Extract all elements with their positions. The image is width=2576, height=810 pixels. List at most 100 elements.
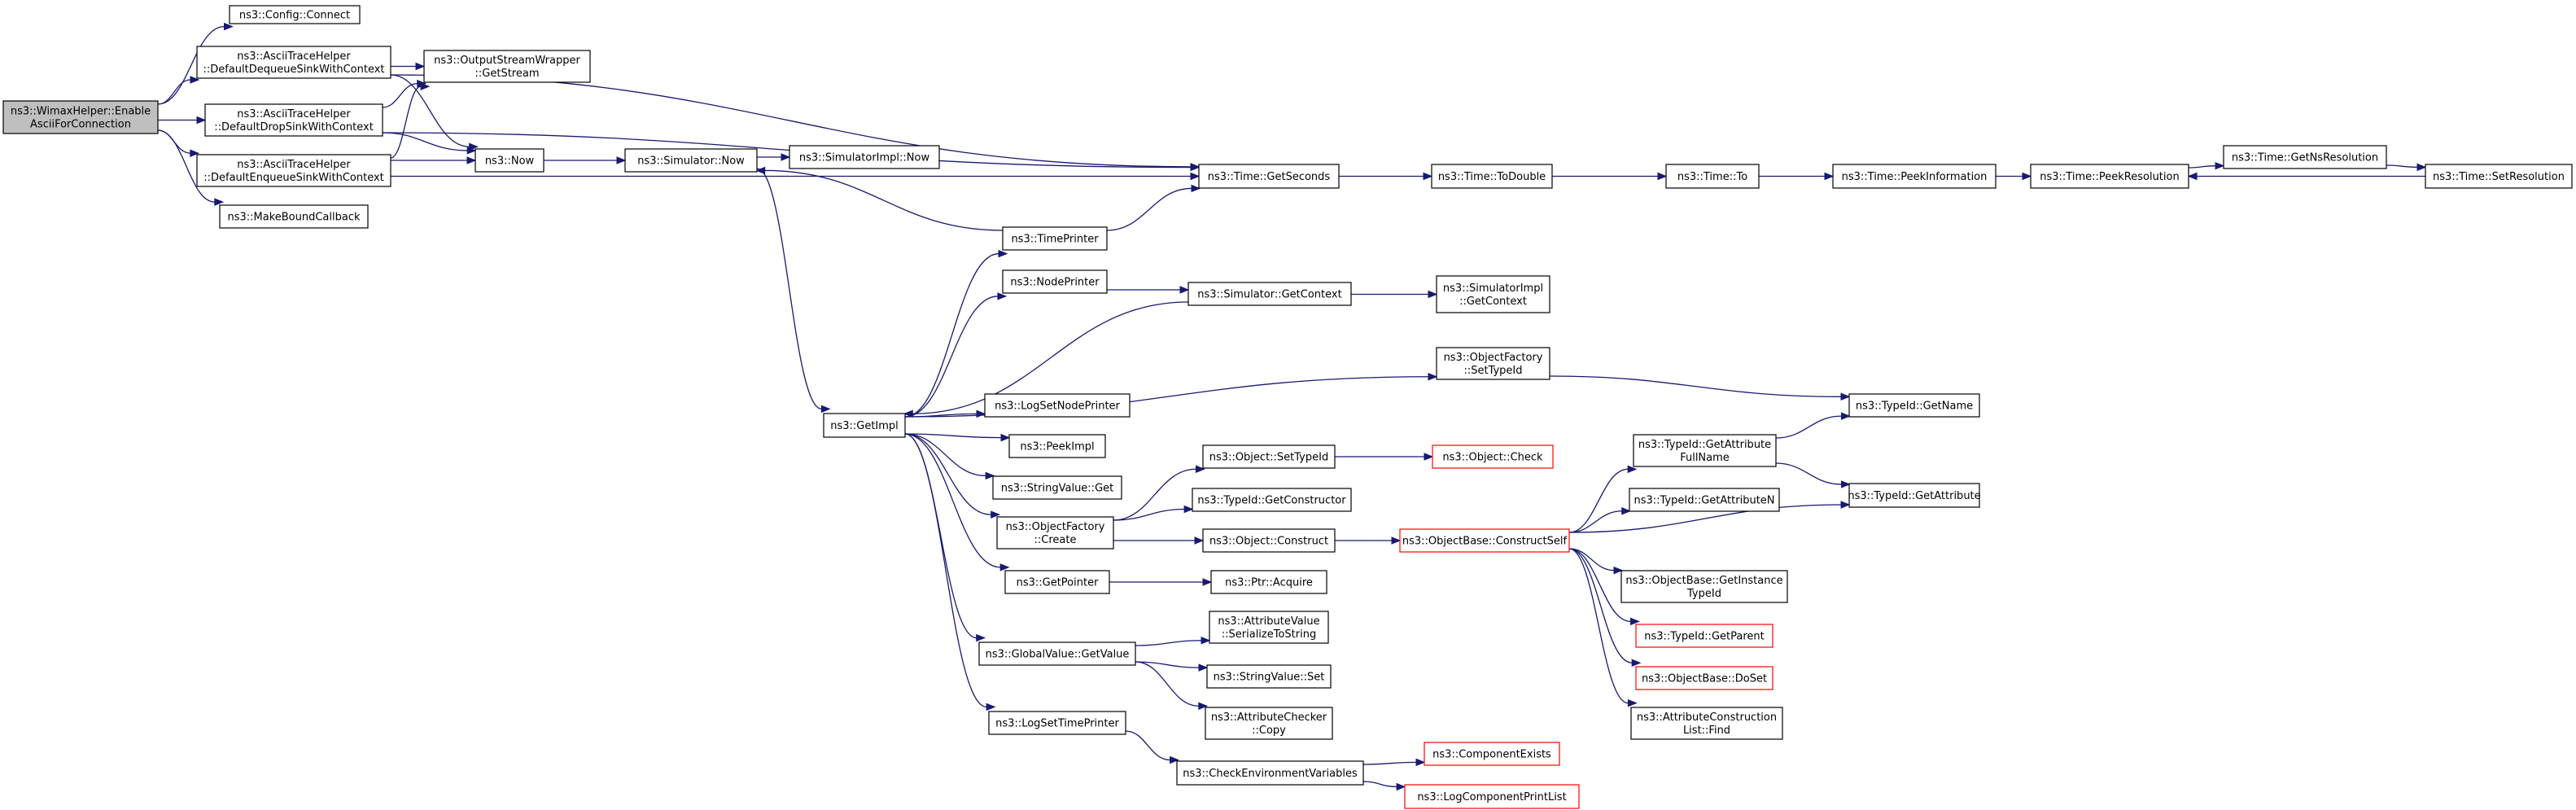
node-log-set-time-printer[interactable]: ns3::LogSetTimePrinter (988, 711, 1126, 735)
node-globalvalue-getvalue[interactable]: ns3::GlobalValue::GetValue (978, 641, 1136, 666)
edge-line (904, 433, 986, 477)
call-edge-sim_get_context-to-simimpl_get_context (1351, 290, 1438, 299)
arrowhead-icon (1194, 536, 1205, 545)
node-simimpl-get-context[interactable]: ns3::SimulatorImpl::GetContext (1436, 275, 1550, 313)
node-box (1008, 434, 1106, 458)
node-log-set-node-printer[interactable]: ns3::LogSetNodePrinter (984, 393, 1131, 418)
edge-line (904, 413, 977, 418)
node-dequeue-sink[interactable]: ns3::AsciiTraceHelper::DefaultDequeueSin… (196, 46, 391, 79)
node-objectbase-constructself[interactable]: ns3::ObjectBase::ConstructSelf (1399, 528, 1570, 553)
call-edge-now-to-sim_now (544, 156, 627, 164)
node-component-exists[interactable]: ns3::ComponentExists (1424, 742, 1560, 766)
node-attrvalue-serialize[interactable]: ns3::AttributeValue::SerializeToString (1209, 611, 1329, 644)
edge-line (157, 79, 191, 105)
node-check-env-vars[interactable]: ns3::CheckEnvironmentVariables (1176, 760, 1364, 786)
node-label: ::DefaultDropSinkWithContext (214, 121, 374, 134)
call-edge-objfactory_create-to-typeid_getconstructor (1113, 505, 1194, 521)
call-edge-globalvalue_getvalue-to-attrvalue_serialize (1135, 637, 1211, 646)
node-objectbase-doset[interactable]: ns3::ObjectBase::DoSet (1635, 666, 1773, 690)
edge-line (764, 169, 1004, 231)
node-get-stream[interactable]: ns3::OutputStreamWrapper::GetStream (423, 50, 591, 83)
edge-line (382, 83, 418, 108)
call-edge-get_impl-to-get_pointer (904, 433, 1010, 571)
call-edge-node_printer-to-sim_get_context (1107, 286, 1190, 294)
node-node-printer[interactable]: ns3::NodePrinter (1002, 269, 1108, 294)
node-objfactory-settypeid[interactable]: ns3::ObjectFactory::SetTypeId (1436, 347, 1550, 380)
node-root[interactable]: ns3::WimaxHelper::EnableAsciiForConnecti… (2, 100, 159, 134)
arrowhead-icon (1841, 412, 1851, 420)
call-edge-time_printer-to-get_seconds (1106, 184, 1201, 231)
node-peek-info[interactable]: ns3::Time::PeekInformation (1832, 164, 1997, 189)
arrowhead-icon (420, 82, 431, 90)
node-box (1424, 742, 1560, 766)
function-nodes: ns3::WimaxHelper::EnableAsciiForConnecti… (2, 5, 2573, 809)
edge-line (1549, 375, 1842, 397)
node-peek-impl[interactable]: ns3::PeekImpl (1008, 434, 1106, 458)
node-stringvalue-set[interactable]: ns3::StringValue::Set (1206, 664, 1332, 689)
node-object-settypeid[interactable]: ns3::Object::SetTypeId (1202, 444, 1336, 469)
node-label: ns3::AttributeValue (1218, 615, 1319, 628)
node-sim-now[interactable]: ns3::Simulator::Now (624, 148, 758, 173)
edge-line (1568, 548, 1631, 623)
node-drop-sink[interactable]: ns3::AsciiTraceHelper::DefaultDropSinkWi… (204, 103, 383, 137)
node-attrchecker-copy[interactable]: ns3::AttributeChecker::Copy (1205, 707, 1333, 740)
node-ptr-acquire[interactable]: ns3::Ptr::Acquire (1210, 570, 1327, 594)
node-box (196, 46, 391, 79)
node-get-pointer[interactable]: ns3::GetPointer (1004, 570, 1110, 594)
call-edge-typeid_getattrfullname-to-typeid_getattribute (1775, 462, 1851, 488)
node-typeid-getconstructor[interactable]: ns3::TypeId::GetConstructor (1192, 488, 1352, 512)
edge-line (1113, 508, 1185, 521)
node-typeid-getparent[interactable]: ns3::TypeId::GetParent (1635, 624, 1773, 648)
call-edge-enqueue_sink-to-get_stream (390, 82, 431, 159)
node-simimpl-now[interactable]: ns3::SimulatorImpl::Now (789, 145, 940, 169)
node-typeid-getattributen[interactable]: ns3::TypeId::GetAttributeN (1629, 488, 1780, 512)
edge-line (912, 301, 1189, 414)
node-get-ns-res[interactable]: ns3::Time::GetNsResolution (2223, 145, 2387, 169)
call-edge-object_settypeid-to-object_check (1335, 453, 1434, 461)
node-stringvalue-get[interactable]: ns3::StringValue::Get (992, 475, 1122, 500)
edge-line (904, 253, 999, 418)
arrowhead-icon (820, 405, 831, 414)
node-peek-res[interactable]: ns3::Time::PeekResolution (2030, 164, 2189, 189)
node-now[interactable]: ns3::Now (475, 148, 545, 173)
call-edges (157, 22, 2427, 791)
call-edge-get_impl-to-node_printer (904, 292, 1008, 418)
node-time-printer[interactable]: ns3::TimePrinter (1002, 226, 1108, 251)
node-box (204, 103, 383, 137)
node-box (1202, 528, 1336, 553)
node-box (1665, 164, 1760, 189)
node-box (1620, 570, 1788, 603)
node-label: ns3::SimulatorImpl (1443, 282, 1543, 295)
node-sim-get-context[interactable]: ns3::Simulator::GetContext (1187, 282, 1352, 306)
edge-line (1568, 504, 1842, 533)
node-box (475, 148, 545, 173)
node-log-component-print-list[interactable]: ns3::LogComponentPrintList (1404, 784, 1580, 809)
node-label: ns3::ObjectFactory (1444, 352, 1543, 364)
node-label: ns3::Now (485, 155, 535, 168)
node-to-double[interactable]: ns3::Time::ToDouble (1431, 164, 1553, 189)
arrowhead-icon (986, 703, 996, 711)
node-get-seconds[interactable]: ns3::Time::GetSeconds (1198, 164, 1340, 189)
node-get-impl[interactable]: ns3::GetImpl (823, 413, 906, 438)
edge-line (390, 74, 470, 147)
call-edge-objectbase_constructself-to-typeid_getattributen (1568, 507, 1632, 533)
arrowhead-icon (616, 156, 627, 164)
node-typeid-getattribute[interactable]: ns3::TypeId::GetAttribute (1848, 483, 1981, 508)
node-typeid-getname[interactable]: ns3::TypeId::GetName (1848, 393, 1980, 418)
node-object-check[interactable]: ns3::Object::Check (1432, 444, 1554, 469)
node-config-connect[interactable]: ns3::Config::Connect (229, 5, 361, 24)
arrowhead-icon (190, 76, 200, 84)
node-objfactory-create[interactable]: ns3::ObjectFactory::Create (996, 516, 1114, 549)
node-make-bound[interactable]: ns3::MakeBoundCallback (219, 204, 369, 229)
arrowhead-icon (469, 142, 479, 151)
node-label: ns3::NodePrinter (1010, 277, 1100, 289)
node-box (1002, 269, 1108, 294)
node-time-to[interactable]: ns3::Time::To (1665, 164, 1760, 189)
node-enqueue-sink[interactable]: ns3::AsciiTraceHelper::DefaultEnqueueSin… (196, 154, 391, 187)
call-edge-objfactory_settypeid-to-typeid_getname (1549, 375, 1851, 401)
node-object-construct[interactable]: ns3::Object::Construct (1202, 528, 1336, 553)
node-set-res[interactable]: ns3::Time::SetResolution (2425, 164, 2573, 189)
